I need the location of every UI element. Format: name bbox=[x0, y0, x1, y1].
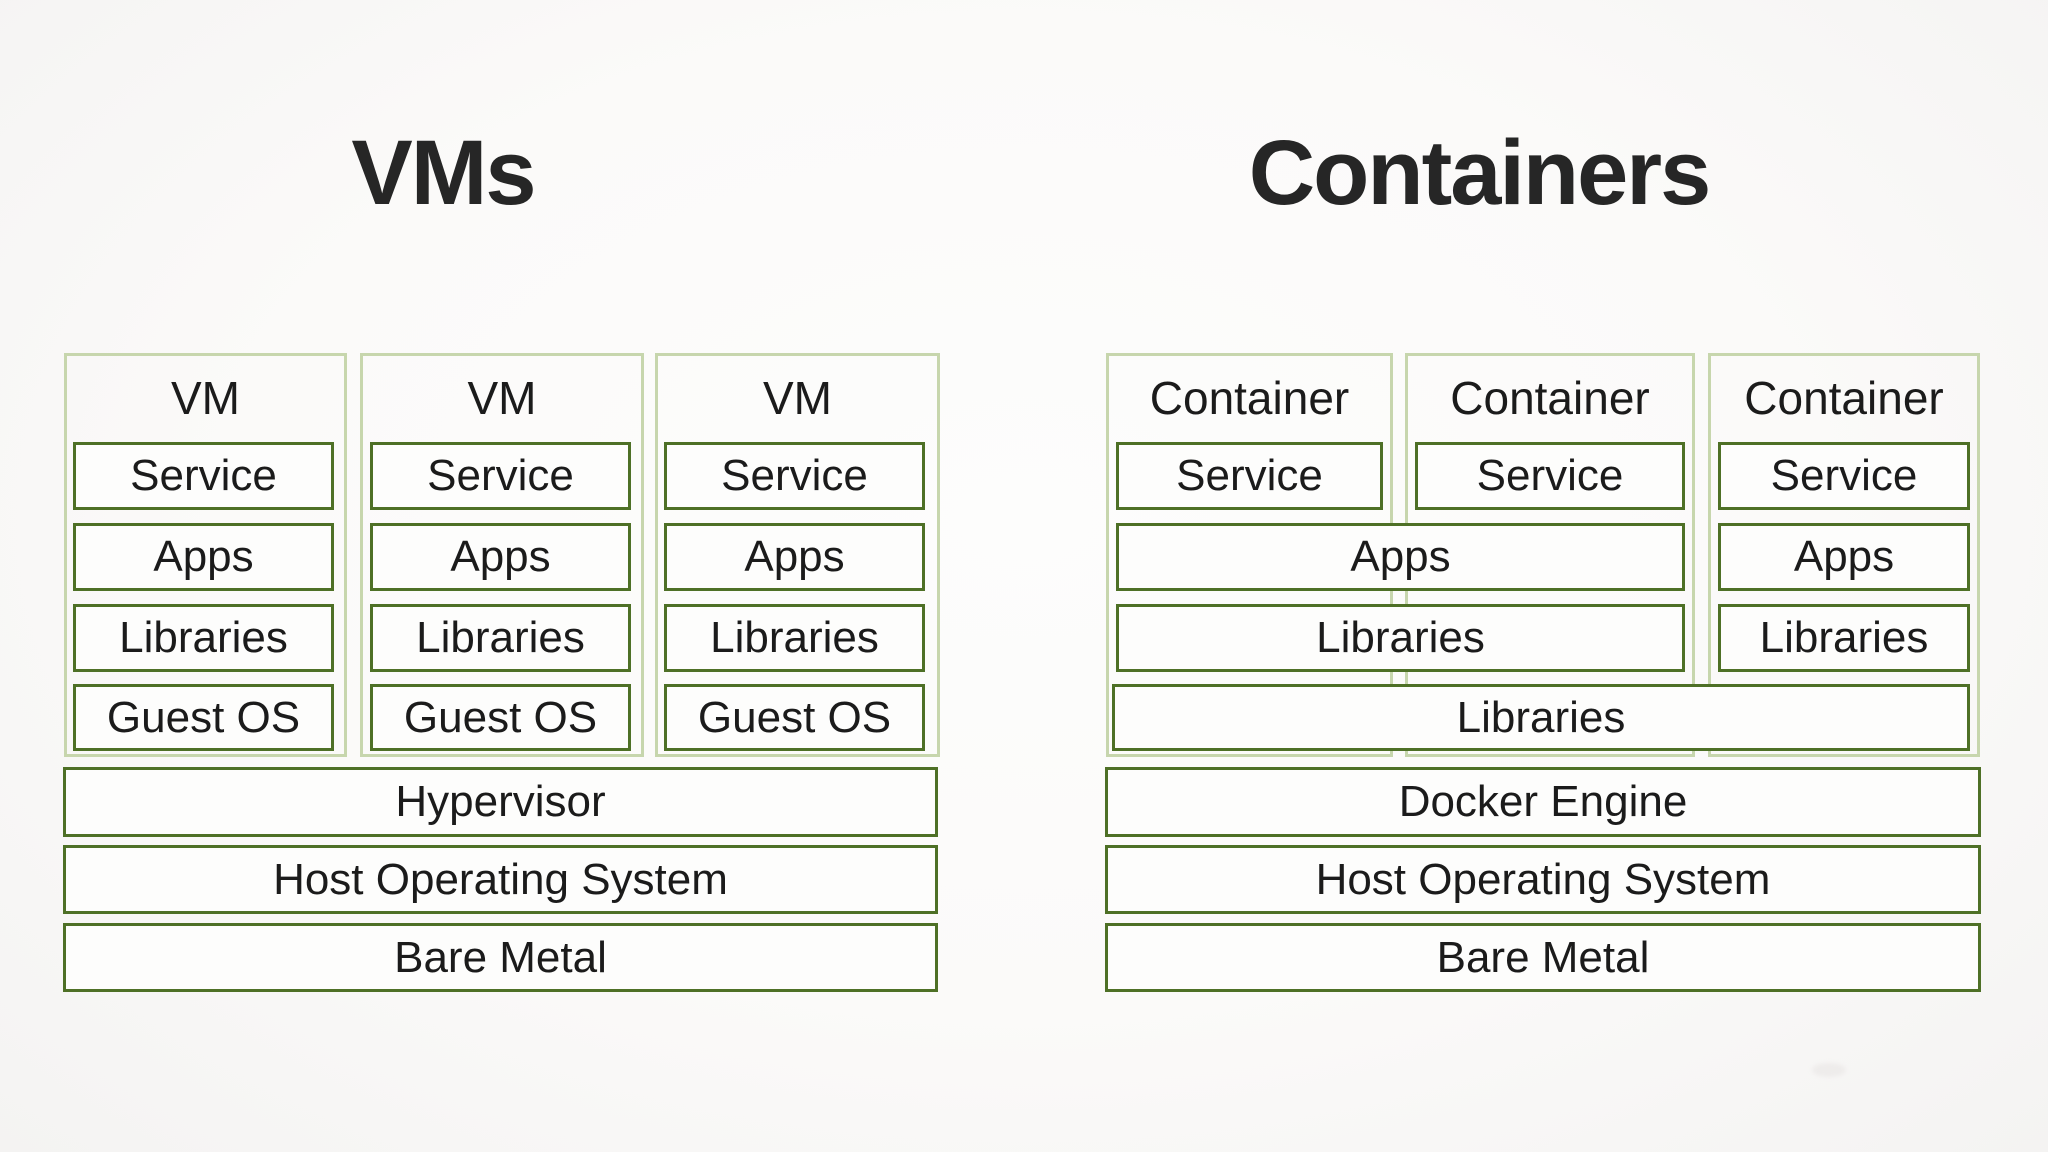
container-bare-metal-layer: Bare Metal bbox=[1105, 923, 1981, 992]
container3-service-box: Service bbox=[1718, 442, 1970, 510]
vm-column-1: VM bbox=[64, 353, 347, 757]
vm3-guest-os-box: Guest OS bbox=[664, 684, 925, 751]
vm2-service-box: Service bbox=[370, 442, 631, 510]
vm2-libraries-box: Libraries bbox=[370, 604, 631, 672]
container3-apps-box: Apps bbox=[1718, 523, 1970, 591]
vm1-guest-os-box: Guest OS bbox=[73, 684, 334, 751]
vm-bare-metal-layer: Bare Metal bbox=[63, 923, 938, 992]
vm2-guest-os-box: Guest OS bbox=[370, 684, 631, 751]
shared-apps-box-containers-1-2: Apps bbox=[1116, 523, 1685, 591]
vm3-service-box: Service bbox=[664, 442, 925, 510]
container-column-1-title: Container bbox=[1149, 372, 1350, 424]
container3-libraries-box: Libraries bbox=[1718, 604, 1970, 672]
container-column-3: Container bbox=[1708, 353, 1980, 757]
vm1-service-box: Service bbox=[73, 442, 334, 510]
container-column-3-title: Container bbox=[1744, 372, 1944, 424]
docker-engine-layer: Docker Engine bbox=[1105, 767, 1981, 837]
vm3-libraries-box: Libraries bbox=[664, 604, 925, 672]
container2-service-box: Service bbox=[1415, 442, 1685, 510]
vm-host-os-layer: Host Operating System bbox=[63, 845, 938, 914]
container-column-2: Container bbox=[1405, 353, 1695, 757]
vm3-apps-box: Apps bbox=[664, 523, 925, 591]
shared-libraries-box-all-containers: Libraries bbox=[1112, 684, 1970, 751]
vm-column-1-title: VM bbox=[171, 372, 240, 424]
faint-smudge-artifact bbox=[1812, 1063, 1846, 1077]
vm2-apps-box: Apps bbox=[370, 523, 631, 591]
container1-service-box: Service bbox=[1116, 442, 1383, 510]
shared-libraries-box-containers-1-2: Libraries bbox=[1116, 604, 1685, 672]
vm-column-2-title: VM bbox=[467, 372, 537, 424]
hypervisor-layer: Hypervisor bbox=[63, 767, 938, 837]
vm1-apps-box: Apps bbox=[73, 523, 334, 591]
vm-column-3-title: VM bbox=[763, 372, 832, 424]
vm1-libraries-box: Libraries bbox=[73, 604, 334, 672]
vm-column-3: VM bbox=[655, 353, 940, 757]
container-host-os-layer: Host Operating System bbox=[1105, 845, 1981, 914]
container-column-2-title: Container bbox=[1450, 372, 1650, 424]
vm-column-2: VM bbox=[360, 353, 644, 757]
containers-section-title: Containers bbox=[1248, 122, 1712, 224]
vms-section-title: VMs bbox=[351, 122, 536, 224]
